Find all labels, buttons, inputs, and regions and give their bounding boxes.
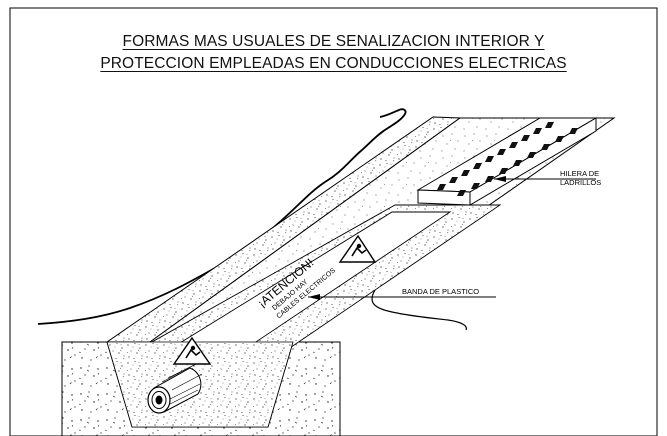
page-title-line1: FORMAS MAS USUALES DE SENALIZACION INTER… [122,33,545,50]
terrain-edge-left [37,108,407,325]
leader-brick-row [494,176,596,182]
sheet-border [9,7,658,436]
leader-plastic-band [308,294,496,300]
label-brick-row-line1: HILERA DE [560,169,600,178]
electric-cable [147,361,203,414]
warning-triangle-lower [172,336,212,365]
page-title-line2: PROTECCION EMPLEADAS EN CONDUCCIONES ELE… [100,55,567,72]
brick-row [416,117,598,206]
label-plastic-band: BANDA DE PLASTICO [402,287,480,296]
label-brick-row-line2: LADRILLOS [560,178,602,187]
warning-triangle-upper [338,234,377,263]
